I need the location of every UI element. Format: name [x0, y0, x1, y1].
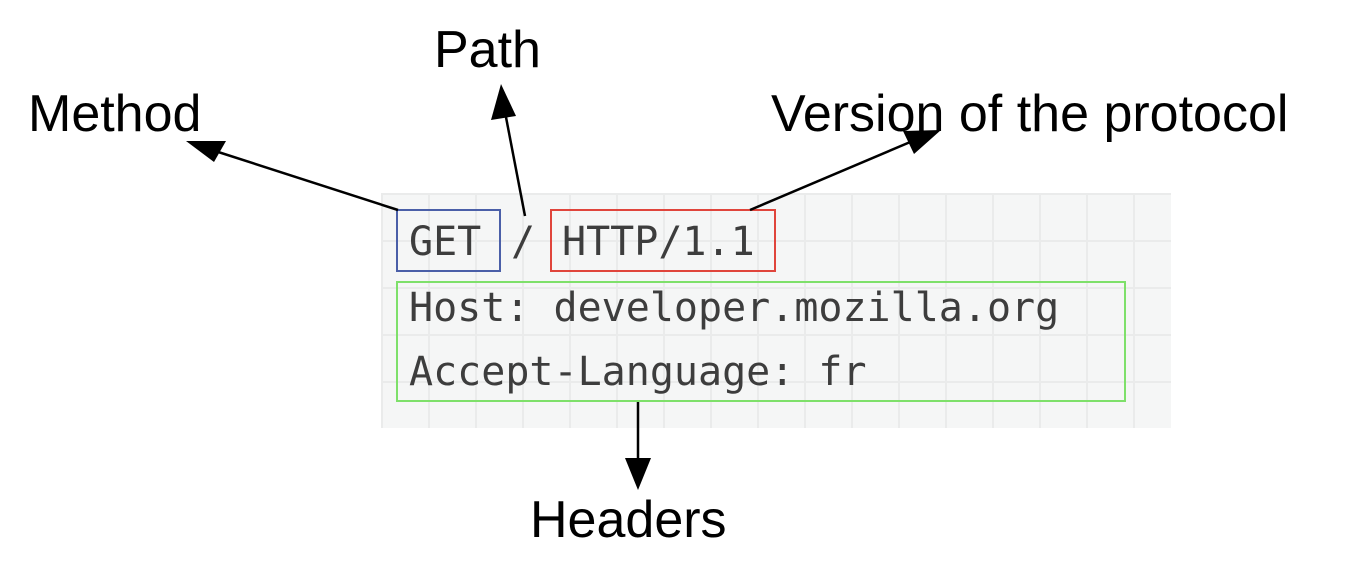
method-arrow-line [211, 148, 399, 212]
request-method-text: GET [409, 219, 482, 265]
request-panel [381, 193, 1171, 428]
headers-arrowhead [625, 458, 651, 490]
method-highlight-box [396, 209, 501, 272]
path-arrow-line [503, 111, 527, 217]
method-label: Method [28, 85, 202, 143]
headers-label: Headers [530, 491, 727, 549]
path-label: Path [434, 21, 541, 79]
path-arrowhead [491, 84, 516, 120]
version-label: Version of the protocol [771, 85, 1289, 143]
header-line-accept-language: Accept-Language: fr [409, 349, 867, 395]
request-path-text: / [511, 219, 536, 265]
version-arrowhead [903, 130, 941, 154]
version-highlight-box [550, 209, 776, 272]
request-version-text: HTTP/1.1 [562, 219, 755, 265]
headers-highlight-box [396, 281, 1126, 402]
header-line-host: Host: developer.mozilla.org [409, 285, 1060, 331]
method-arrowhead [186, 141, 226, 162]
version-arrow-line [749, 138, 916, 212]
